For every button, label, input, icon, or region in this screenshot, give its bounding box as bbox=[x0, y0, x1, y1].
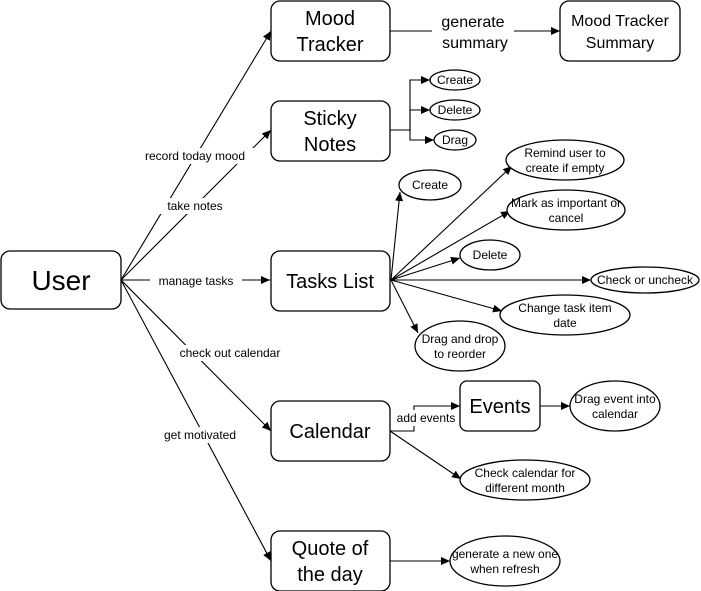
node-tasks-delete-text: Delete bbox=[473, 248, 508, 262]
nodes: User Mood Tracker Mood Tracker Summary S… bbox=[0, 0, 681, 591]
node-tasks-list[interactable]: Tasks List bbox=[270, 250, 391, 312]
edge-tasks-create bbox=[390, 191, 404, 281]
edge-user-quote bbox=[120, 279, 272, 562]
node-tasks-list-text: Tasks List bbox=[286, 271, 374, 293]
node-tasks-mark[interactable]: Mark as important or cancel bbox=[506, 189, 626, 231]
node-tasks-delete[interactable]: Delete bbox=[459, 239, 521, 271]
edge-calendar-month bbox=[389, 430, 462, 480]
edge-tasks-delete bbox=[390, 256, 461, 281]
edge-tasks-drag-reorder bbox=[390, 279, 419, 334]
node-mood-summary-line1: Mood Tracker bbox=[571, 13, 669, 30]
label-generate-summary-line2: summary bbox=[442, 35, 508, 52]
node-tasks-drag-reorder-line1: Drag and drop bbox=[422, 332, 499, 346]
node-quote-line1: Quote of bbox=[292, 538, 369, 560]
label-manage-tasks: manage tasks bbox=[159, 274, 234, 288]
node-quote-generate[interactable]: generate a new one when refresh bbox=[449, 535, 561, 587]
label-check-out-calendar: check out calendar bbox=[180, 346, 281, 360]
label-generate-summary-line1: generate bbox=[441, 14, 504, 31]
node-mood-summary-line2: Summary bbox=[586, 35, 654, 52]
node-quote[interactable]: Quote of the day bbox=[270, 530, 391, 591]
node-sticky-notes-line1: Sticky bbox=[303, 108, 356, 130]
node-tasks-remind-line1: Remind user to bbox=[524, 146, 606, 160]
node-calendar-month-line1: Check calendar for bbox=[475, 466, 576, 480]
node-sticky-notes-line2: Notes bbox=[304, 134, 356, 156]
label-add-events: add events bbox=[397, 411, 456, 425]
node-events-drag[interactable]: Drag event into calendar bbox=[569, 380, 661, 432]
node-tasks-check[interactable]: Check or uncheck bbox=[590, 266, 700, 294]
node-events[interactable]: Events bbox=[459, 380, 541, 432]
node-mood-summary[interactable]: Mood Tracker Summary bbox=[559, 0, 681, 62]
node-tasks-drag-reorder-line2: to reorder bbox=[434, 347, 486, 361]
node-quote-generate-line1: generate a new one bbox=[452, 547, 558, 561]
node-mood-tracker[interactable]: Mood Tracker bbox=[270, 0, 391, 62]
node-tasks-change-date[interactable]: Change task item date bbox=[499, 294, 631, 336]
node-sticky-drag[interactable]: Drag bbox=[433, 129, 477, 151]
node-user-text: User bbox=[31, 265, 90, 296]
node-tasks-change-date-line1: Change task item bbox=[518, 301, 611, 315]
node-tasks-change-date-line2: date bbox=[553, 316, 577, 330]
node-tasks-mark-line1: Mark as important or bbox=[511, 196, 621, 210]
node-tasks-create-text: Create bbox=[412, 178, 448, 192]
edge-tasks-change-date bbox=[390, 279, 503, 313]
node-calendar-month[interactable]: Check calendar for different month bbox=[459, 459, 591, 501]
edge-tasks-mark bbox=[390, 210, 511, 281]
node-sticky-create[interactable]: Create bbox=[429, 69, 481, 91]
node-sticky-delete[interactable]: Delete bbox=[429, 99, 481, 121]
label-take-notes: take notes bbox=[167, 199, 222, 213]
node-quote-line2: the day bbox=[297, 564, 363, 586]
node-mood-tracker-line1: Mood bbox=[305, 8, 355, 30]
node-calendar-text: Calendar bbox=[289, 421, 371, 443]
feature-ellipses: Create Delete Drag Create Remind user to… bbox=[398, 69, 700, 587]
node-events-text: Events bbox=[469, 396, 530, 418]
label-get-motivated: get motivated bbox=[164, 428, 236, 442]
node-tasks-remind-line2: create if empty bbox=[526, 161, 605, 175]
label-record-today-mood: record today mood bbox=[145, 149, 245, 163]
node-sticky-delete-text: Delete bbox=[438, 103, 473, 117]
node-calendar-month-line2: different month bbox=[485, 481, 565, 495]
node-events-drag-line2: calendar bbox=[592, 407, 638, 421]
node-tasks-create[interactable]: Create bbox=[398, 169, 462, 201]
node-tasks-mark-line2: cancel bbox=[549, 211, 584, 225]
node-mood-tracker-line2: Tracker bbox=[296, 34, 363, 56]
node-calendar[interactable]: Calendar bbox=[270, 400, 391, 462]
node-sticky-drag-text: Drag bbox=[442, 133, 468, 147]
edge-labels: record today mood take notes manage task… bbox=[134, 10, 514, 443]
node-user[interactable]: User bbox=[0, 250, 122, 310]
node-sticky-notes[interactable]: Sticky Notes bbox=[270, 100, 391, 162]
node-tasks-remind[interactable]: Remind user to create if empty bbox=[505, 139, 625, 181]
node-quote-generate-line2: when refresh bbox=[469, 562, 539, 576]
node-tasks-check-text: Check or uncheck bbox=[597, 273, 694, 287]
node-events-drag-line1: Drag event into bbox=[574, 392, 656, 406]
edge-tasks-remind bbox=[390, 165, 513, 281]
edge-sticky-drag bbox=[390, 129, 434, 144]
node-tasks-drag-reorder[interactable]: Drag and drop to reorder bbox=[414, 320, 506, 372]
node-sticky-create-text: Create bbox=[437, 73, 473, 87]
edge-sticky-delete bbox=[390, 106, 430, 131]
